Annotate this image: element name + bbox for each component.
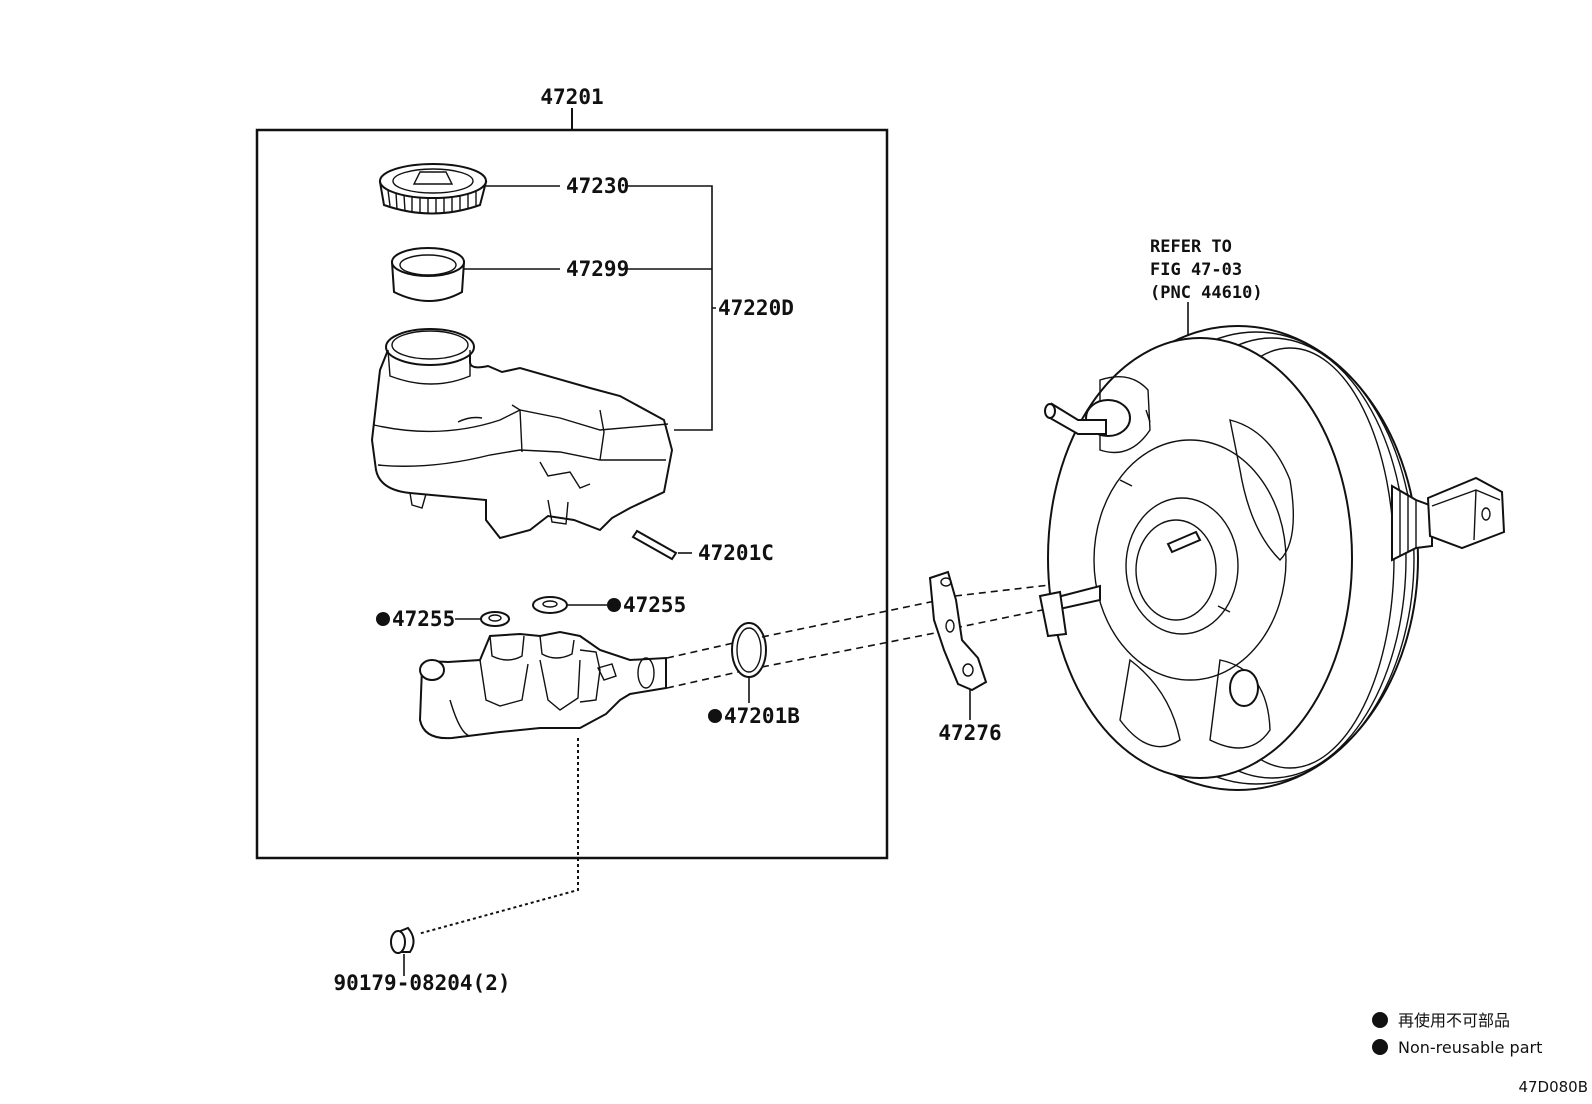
reference-note-line3: (PNC 44610) (1150, 283, 1263, 303)
reservoir-cap-label: 47230 (566, 174, 629, 198)
non-reusable-marker-grommet-right (607, 598, 621, 612)
reservoir-sub-assy-label: 47220D (718, 296, 794, 320)
legend-english-text: Non-reusable part (1398, 1038, 1542, 1057)
grommet-right-part (532, 596, 568, 614)
reservoir-cap-part (378, 163, 488, 215)
alignment-line-upper (666, 577, 1111, 659)
gasket-plate-part (928, 570, 988, 692)
grommet-left-label: 47255 (392, 607, 455, 631)
grommet-right-label: 47255 (623, 593, 686, 617)
figure-code: 47D080B (1518, 1078, 1588, 1096)
strainer-label: 47299 (566, 257, 629, 281)
brake-booster-part (1038, 325, 1506, 791)
strainer-part (390, 247, 466, 302)
gasket-plate-label: 47276 (938, 721, 1001, 745)
grommet-left-part (480, 611, 510, 627)
non-reusable-marker-grommet-left (376, 612, 390, 626)
legend-japanese-text: 再使用不可部品 (1398, 1011, 1510, 1030)
reservoir-tank-part (370, 328, 674, 540)
pin-part (631, 529, 678, 561)
nut-part (390, 926, 415, 954)
master-cylinder-part (418, 630, 667, 740)
o-ring-label: 47201B (724, 704, 800, 728)
legend-marker-english (1372, 1039, 1388, 1055)
reference-note-line2: FIG 47-03 (1150, 260, 1242, 280)
nut-label: 90179-08204(2) (333, 971, 510, 995)
legend-marker-japanese (1372, 1012, 1388, 1028)
assembly-label: 47201 (540, 85, 603, 109)
pin-label: 47201C (698, 541, 774, 565)
reference-note-line1: REFER TO (1150, 237, 1232, 257)
legend: 再使用不可部品 Non-reusable part (1372, 1011, 1542, 1057)
reservoir-bracket (626, 185, 716, 431)
nut-locating-line (417, 738, 579, 935)
o-ring-part (731, 622, 767, 678)
alignment-line-lower (666, 595, 1111, 689)
non-reusable-marker-o-ring (708, 709, 722, 723)
